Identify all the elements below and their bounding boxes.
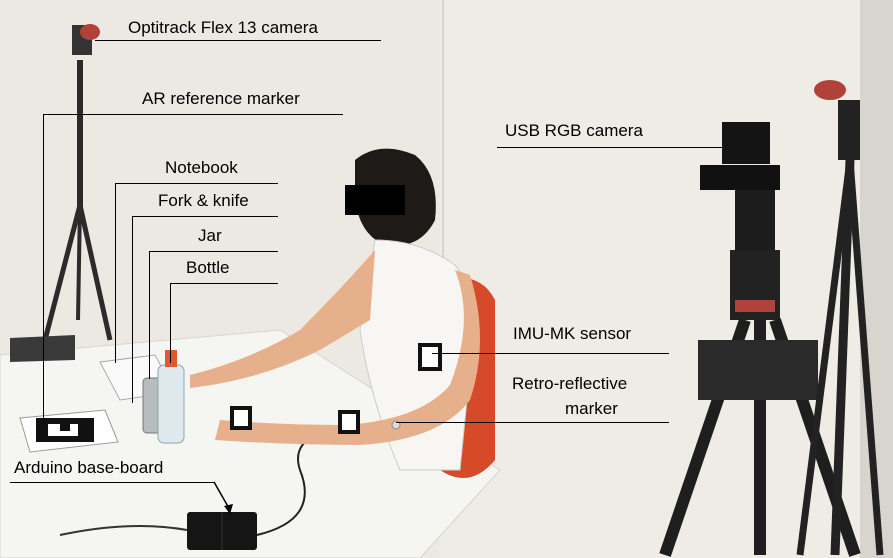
label-arduino: Arduino base-board [14,458,164,477]
label-notebook: Notebook [165,158,238,177]
label-retro-reflective-line2: marker [565,399,618,418]
label-imu-sensor: IMU-MK sensor [513,324,632,343]
leader-line-jar-vertical [149,251,150,379]
leader-line-optitrack [95,40,381,41]
arduino-box [187,512,257,550]
label-optitrack-camera: Optitrack Flex 13 camera [128,18,318,37]
leader-line-bottle [170,283,278,284]
label-jar: Jar [198,226,222,245]
label-ar-marker: AR reference marker [142,89,300,108]
leader-line-imu [432,353,669,354]
far-right-tripod [796,80,884,556]
leader-line-notebook [115,183,278,184]
left-tripod [42,24,113,341]
label-retro-reflective-line1: Retro-reflective [512,374,628,393]
leader-line-ar-marker [43,114,343,115]
label-usb-camera: USB RGB camera [505,121,643,140]
leader-line-notebook-vertical [115,183,116,363]
leader-line-fork-knife [132,216,278,217]
leader-arrow-arduino [213,481,233,514]
ar-reference-marker [19,409,119,453]
leader-line-bottle-vertical [170,283,171,363]
leader-line-fork-knife-vertical [132,216,133,403]
leader-line-jar [149,251,278,252]
right-tripod [659,122,861,557]
label-fork-knife: Fork & knife [158,191,249,210]
label-bottle: Bottle [186,258,230,277]
leader-line-ar-marker-vertical [43,114,44,424]
person [190,148,480,471]
leader-line-usb-camera [497,147,725,148]
leader-line-arduino [10,482,215,483]
leader-line-retro [396,422,669,423]
